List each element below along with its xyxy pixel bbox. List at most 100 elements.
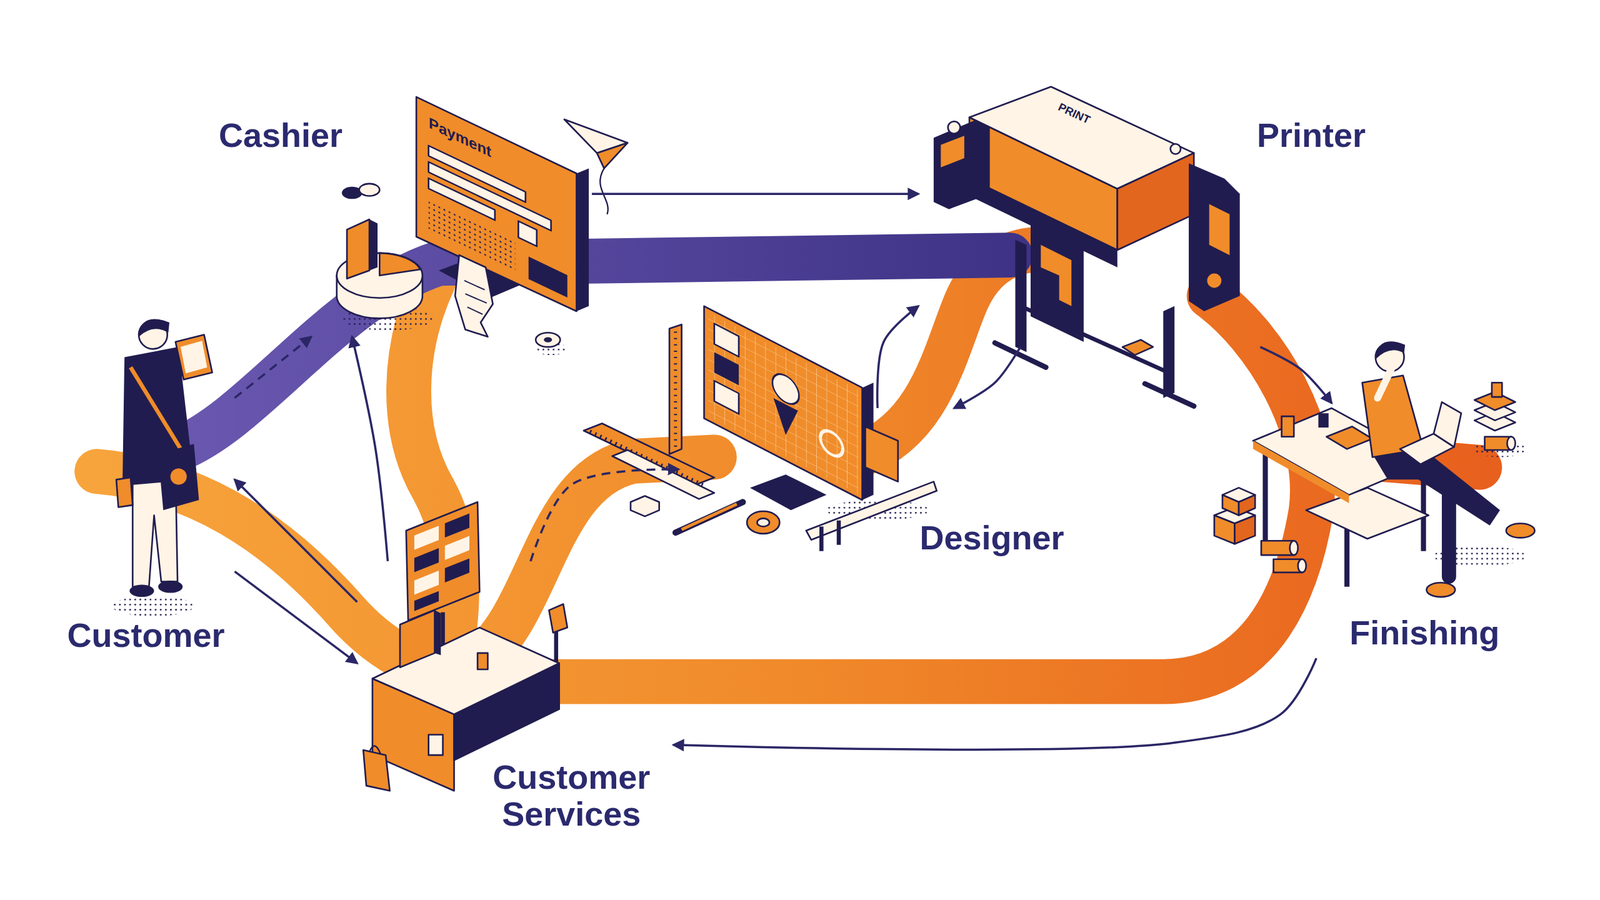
hip-pouch [116,477,133,507]
thumbnail [714,323,739,357]
pencil [675,501,744,533]
ruler [669,324,682,454]
finishing-illustration [1214,341,1535,597]
ruler-ticks [673,331,677,447]
flow-arrow [351,336,388,562]
shoe [1506,523,1535,539]
control-panel [940,135,965,168]
receipt [455,255,493,337]
coin-center [543,337,552,343]
printer-panel [1209,204,1230,256]
shoe [1426,582,1455,597]
station: Printer [918,86,1383,347]
form-checkbox [518,221,537,247]
desk-cup [477,653,488,670]
board-cards [414,513,470,612]
monitor-base [750,474,827,510]
desk-edge [1253,440,1349,504]
card [445,558,470,583]
dotted-shadows [112,306,1526,617]
counter-drawer [428,735,444,756]
flow-arrow [591,192,919,195]
floor-box [1122,340,1154,355]
station: Designer [678,408,1077,563]
shoe [129,585,154,598]
pencil-body [681,504,737,530]
flow-arrow [235,479,358,602]
cup [1318,413,1329,428]
cashier-illustration [336,96,628,347]
flow-arrow [877,306,919,409]
tablet [175,335,213,380]
small-box [630,495,660,517]
box-left [1214,515,1235,544]
printer-end-cap [933,120,990,210]
coin [359,183,380,197]
designer-illustration [583,306,937,552]
spool [1491,382,1502,397]
printer-roller [969,178,1118,268]
flow-arrow [1260,346,1332,404]
station-label: Customer Services [477,758,665,834]
arm [1377,359,1396,399]
station-label: Designer [919,519,1064,557]
hair [138,318,170,337]
label-holder: Payment [428,115,492,130]
box-right [1235,515,1256,544]
shoe [158,580,183,594]
printer-leg [1015,240,1027,353]
laptop-screen [1433,401,1462,447]
shopping-bag [363,750,390,791]
customer-illustration [116,318,212,597]
screen-label: Payment [428,115,492,160]
bench [1306,487,1429,539]
card [414,525,439,550]
printer-button [1206,273,1222,289]
station: Finishing [1209,403,1552,659]
hair [1375,341,1405,359]
order-board [406,501,480,620]
box-left [1222,495,1239,516]
orange-band [862,250,1031,455]
ruler [865,426,898,482]
design-screen [708,312,859,494]
station-label: Printer [1256,116,1366,154]
tablet-screen [180,340,207,374]
printer-knob [1170,143,1181,154]
tape-measure [746,511,780,534]
bar-chart-piece [346,219,370,279]
bag-handle [369,745,381,754]
caliper-jaw [821,520,839,552]
box-right [1238,495,1255,516]
printer-side [1117,153,1194,250]
paper-plane-wing [596,143,628,169]
thumbnail [714,380,739,414]
pie-slice [379,253,420,276]
monitor-side [576,168,589,312]
card [414,591,439,612]
tape-core [756,518,770,527]
card [445,535,470,560]
model-cone [773,398,799,442]
station: Customer Services [356,561,674,847]
caliper [806,481,937,540]
station-label: Finishing [1349,614,1500,652]
receipt-lines [464,280,487,315]
plane-trail [600,168,609,214]
screen-grid [708,312,859,494]
sheet [1326,426,1372,449]
station: Cashier [209,86,592,337]
printer-foot [995,343,1194,407]
cursor-ring [820,426,844,460]
label-holder: PRINT [1061,101,1095,113]
screen-form [428,145,568,298]
card [414,570,439,595]
shadow [112,595,195,617]
ruler [583,423,715,485]
card-reader [548,604,567,634]
card [445,513,470,539]
card [414,548,439,573]
purple-band [178,255,1011,449]
thumbnail [714,352,739,386]
ruler [612,450,715,499]
